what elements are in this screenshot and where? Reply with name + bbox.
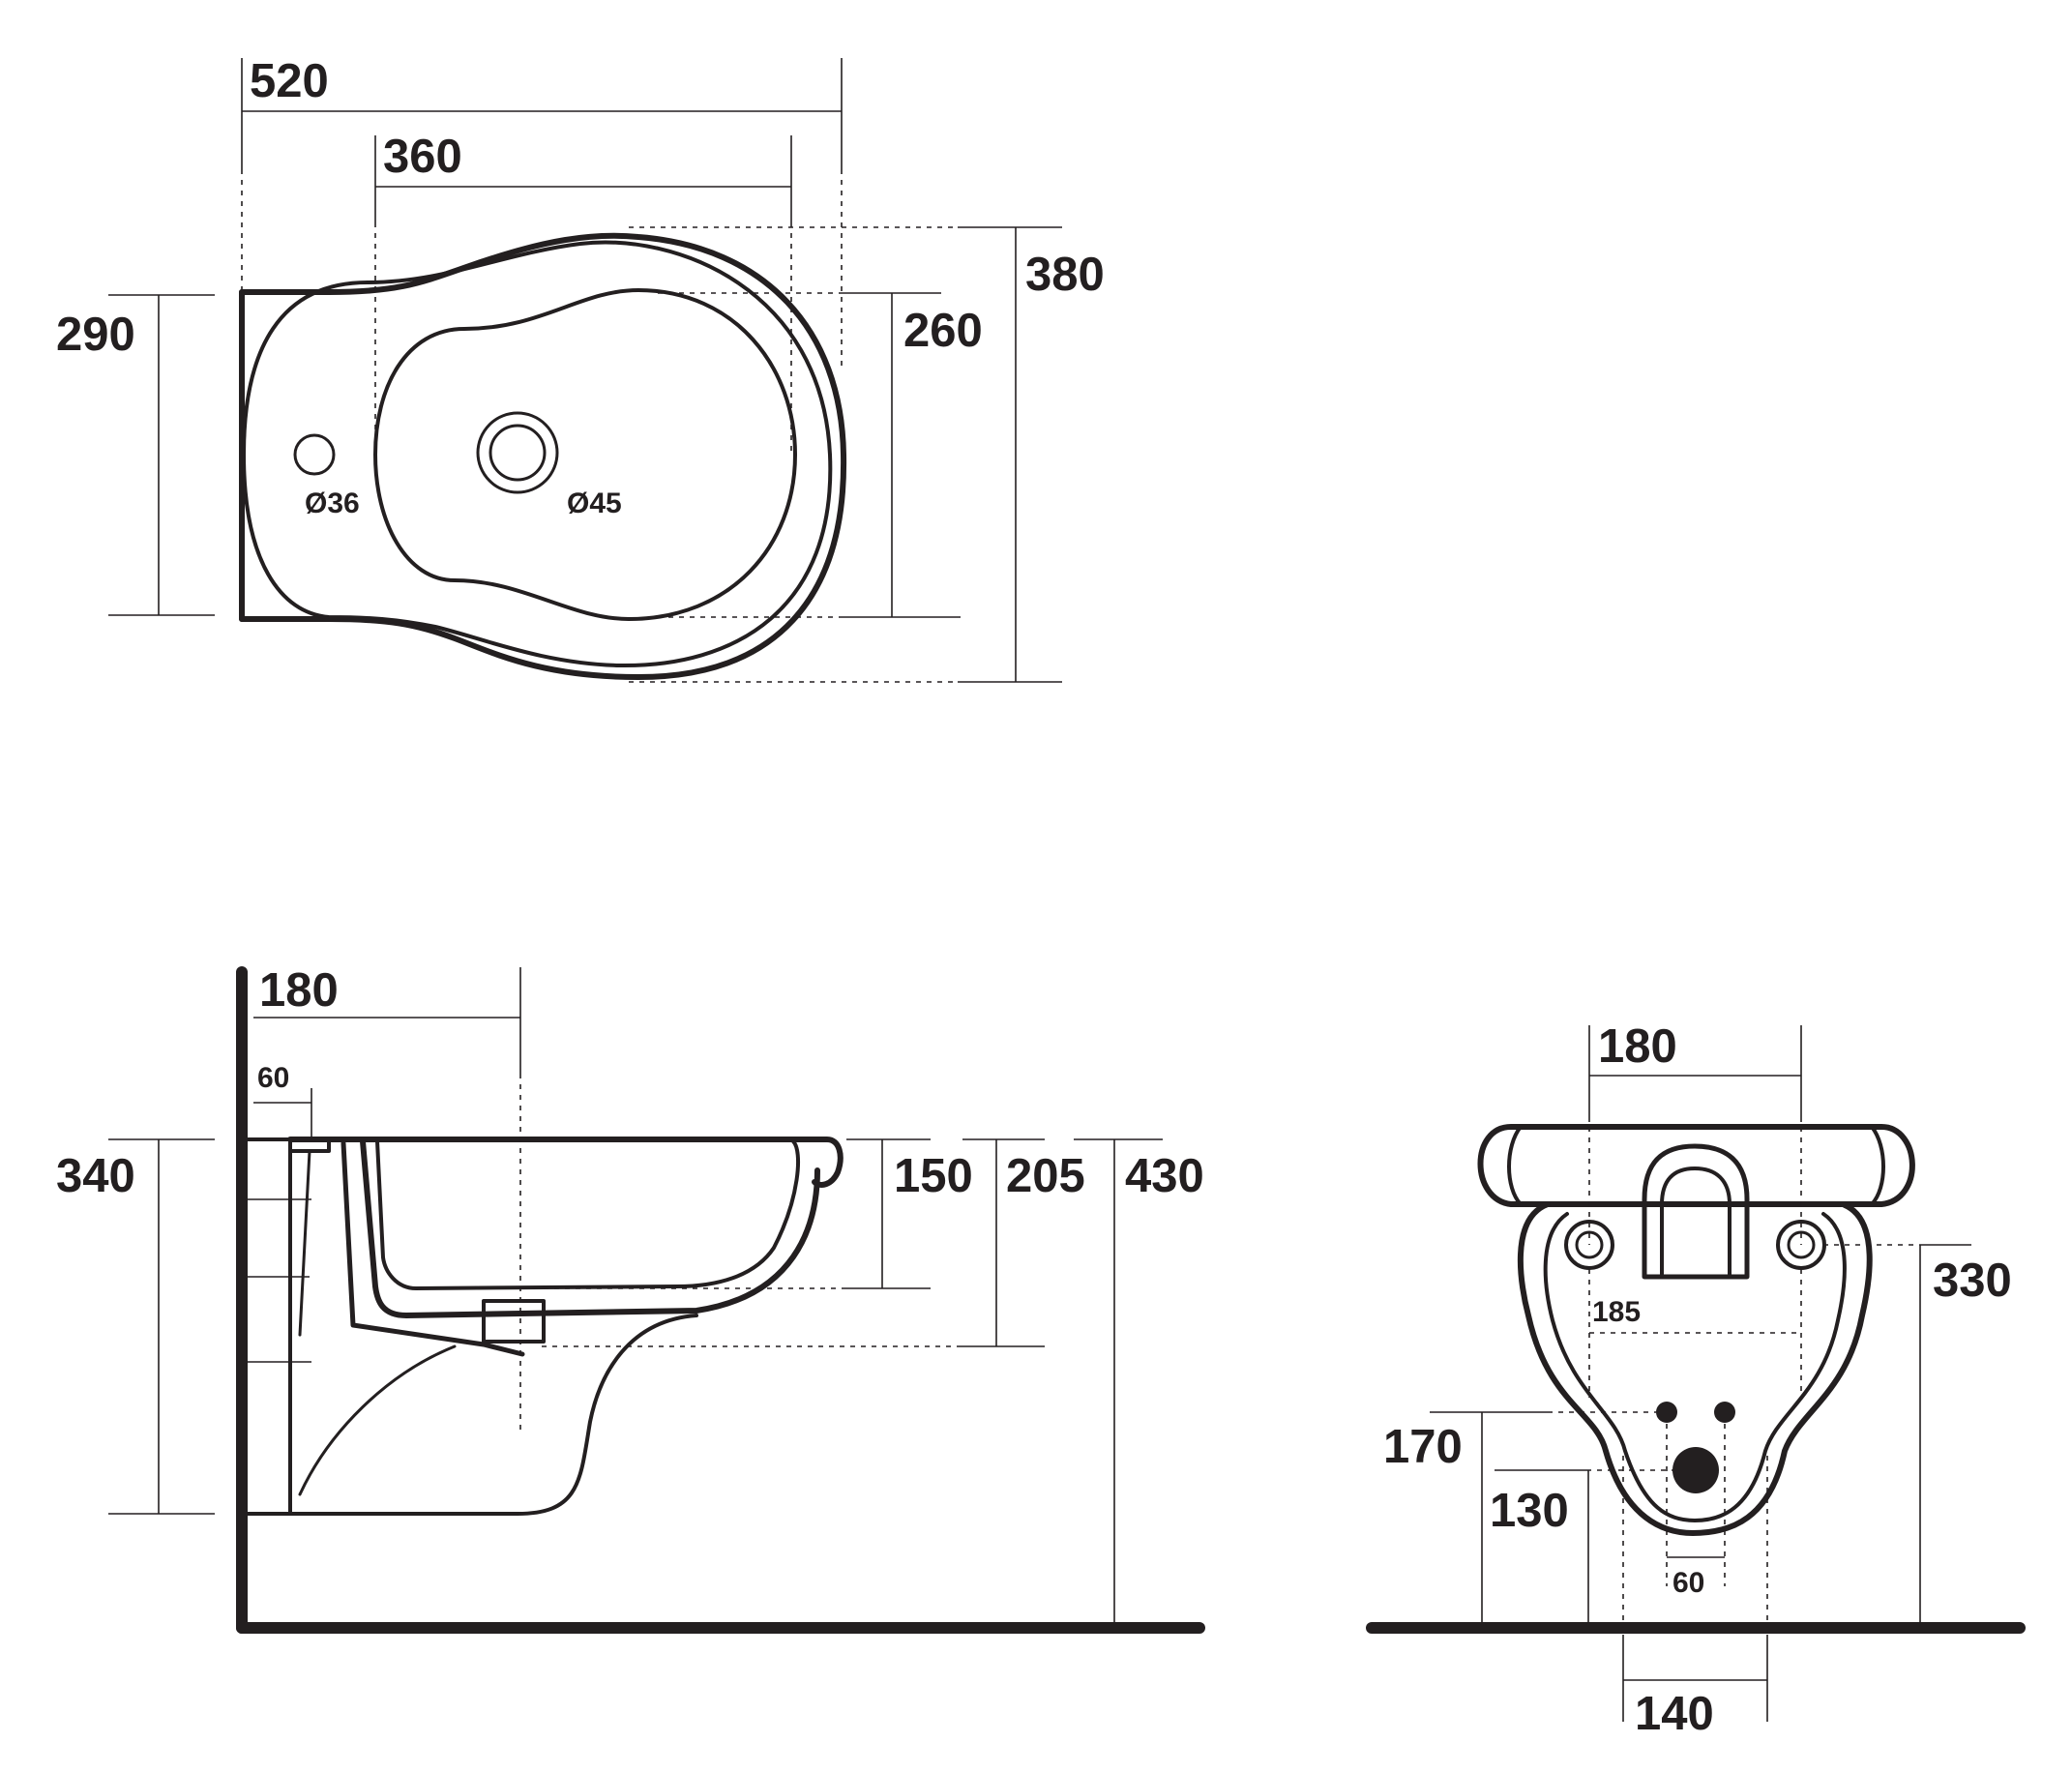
supply-point-right-icon [1714,1402,1735,1423]
dim-waste-spacing: 185 [1592,1296,1641,1328]
drain-inner-icon [488,424,547,482]
top-view: 520 360 380 260 290 Ø36 Ø45 [56,55,1105,683]
dim-bowl-length: 360 [383,131,462,183]
side-view-pedestal [288,1314,698,1516]
dim-fixing-to-drain: 180 [259,964,339,1017]
side-view: 180 60 340 150 205 430 [56,964,1205,1634]
side-view-bowl-outer [360,1138,820,1318]
fixing-hole-left-inner-icon [1575,1230,1604,1259]
dim-rim-height: 430 [1125,1150,1204,1202]
dim-wall-to-fixing: 60 [257,1062,289,1094]
dim-height: 340 [56,1150,135,1202]
dim-fixing-height: 330 [1933,1255,2012,1307]
top-view-outer-rim [239,232,847,680]
front-view-back-panel [1642,1143,1750,1280]
top-view-inner-rim [242,240,833,668]
dim-overall-length: 520 [250,55,329,107]
dim-drain-height: 130 [1490,1485,1569,1537]
tap-hole-icon [293,433,336,476]
drain-outlet-icon [1672,1447,1719,1493]
dim-fixing-spacing: 180 [1598,1020,1677,1073]
dim-rim-to-outlet: 205 [1006,1150,1085,1202]
drain-outer-icon [476,411,559,494]
dim-supply-height: 170 [1383,1421,1463,1473]
side-view-bowl-inner [375,1139,800,1290]
front-view-body-inner [1543,1212,1847,1522]
front-view: 180 330 185 170 130 60 140 [1366,1020,2026,1740]
dim-bowl-depth: 150 [894,1150,973,1202]
supply-point-left-icon [1656,1402,1677,1423]
side-view-back-chamber [340,1140,525,1357]
label-drain-hole: Ø45 [567,487,622,519]
label-tap-hole: Ø36 [305,487,360,519]
fixing-hole-left-icon [1564,1220,1614,1270]
fixing-hole-right-inner-icon [1787,1230,1816,1259]
side-view-rim [287,1137,844,1188]
side-view-outlet [482,1299,546,1344]
top-view-bowl [373,288,797,621]
dim-overall-width: 380 [1025,249,1105,301]
side-view-back-plate [246,1137,292,1516]
dim-supply-spacing: 60 [1672,1567,1704,1599]
front-view-rim [1477,1124,1915,1207]
dim-waste-width: 140 [1635,1688,1714,1740]
dim-back-width: 290 [56,309,135,361]
front-view-body [1517,1201,1873,1536]
dim-bowl-width: 260 [903,305,983,357]
